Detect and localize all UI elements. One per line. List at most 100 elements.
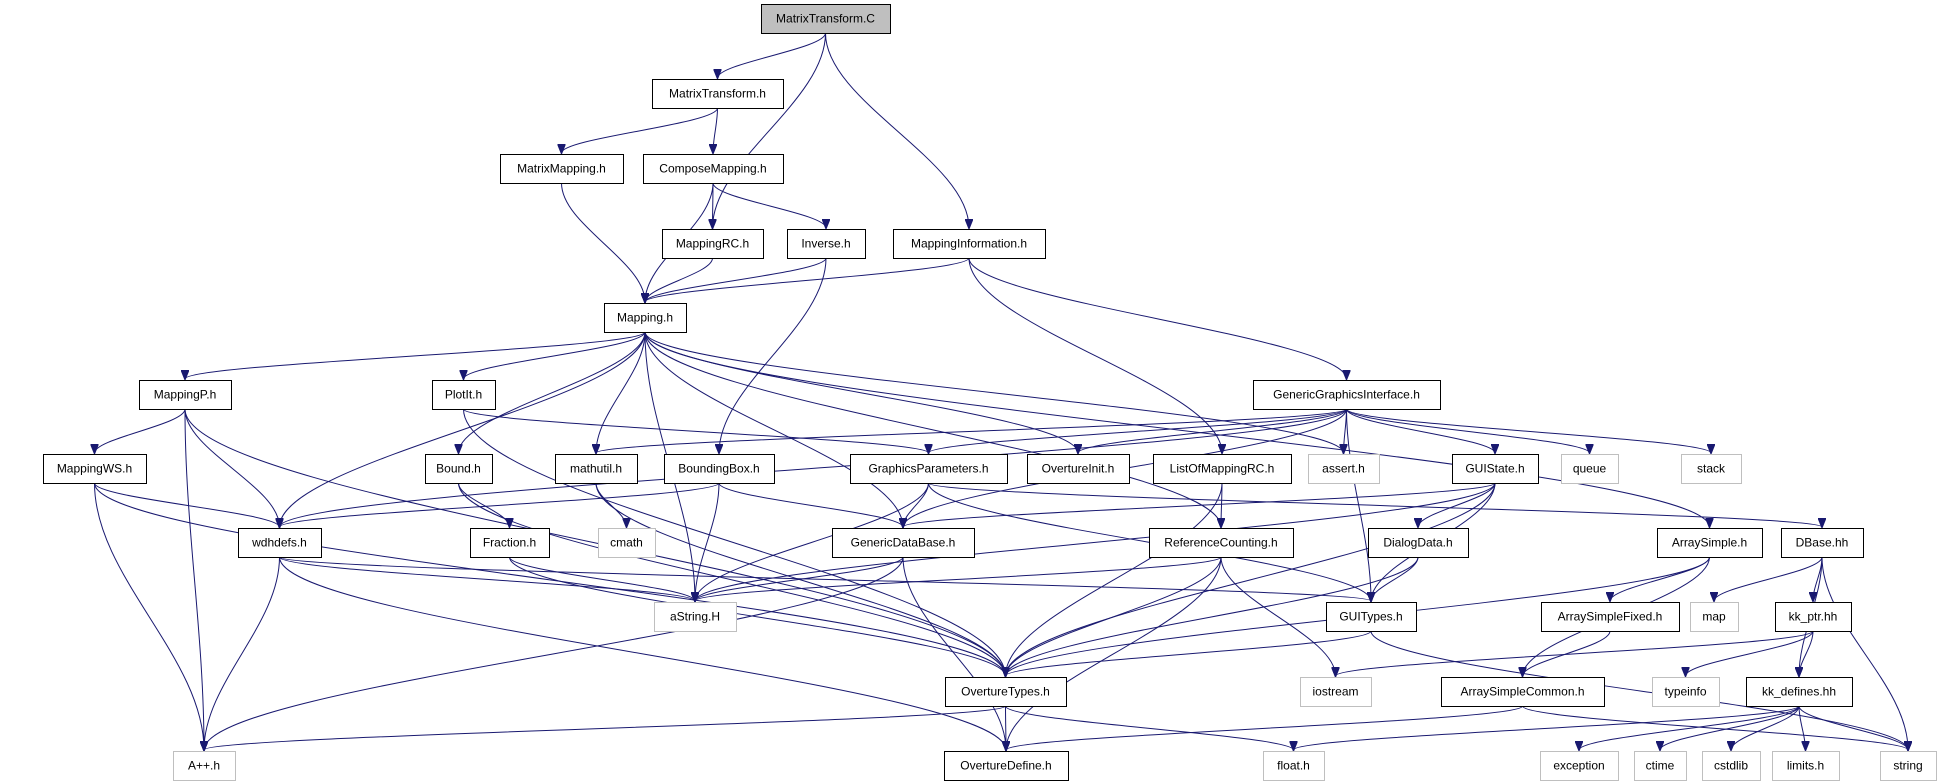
node-boundingbox-h[interactable]: BoundingBox.h: [664, 454, 775, 484]
node-label: OvertureInit.h: [1042, 462, 1115, 476]
edge-mathutil-h-to-overturetypes-h: [595, 482, 1006, 676]
edge-kk-ptr-hh-to-iostream: [1336, 630, 1814, 676]
node-box: [1027, 454, 1130, 484]
edge-plotit-h-to-graphicsparameters-h: [463, 408, 929, 453]
node-box: [432, 380, 496, 410]
edge-mappingp-h-to-mappingws-h: [95, 408, 186, 453]
edge-wdhdefs-h-to-overturedefine-h: [279, 556, 1007, 750]
node-genericdatabase-h[interactable]: GenericDataBase.h: [832, 528, 975, 558]
edge-layer: [95, 32, 1909, 750]
node-label: PlotIt.h: [445, 388, 482, 402]
node-box: [1540, 751, 1619, 781]
node-matrixmapping-h[interactable]: MatrixMapping.h: [500, 154, 624, 184]
node-box: [500, 154, 624, 184]
node-wdhdefs-h[interactable]: wdhdefs.h: [238, 528, 322, 558]
edge-genericgraphicsinterface-h-to-stack: [1346, 408, 1712, 453]
edge-referencecounting-h-to-overturedefine-h: [1006, 556, 1222, 750]
edge-wdhdefs-h-to-astring-h: [279, 556, 696, 601]
node-label: DBase.hh: [1796, 536, 1849, 550]
node-inverse-h[interactable]: Inverse.h: [787, 229, 866, 259]
node-box: [139, 380, 232, 410]
node-guitypes-h[interactable]: GUITypes.h: [1326, 602, 1417, 632]
node-float-h: float.h: [1263, 751, 1325, 781]
edge-graphicsparameters-h-to-astring-h: [695, 482, 929, 601]
node-dialogdata-h[interactable]: DialogData.h: [1368, 528, 1469, 558]
node-listofmappingrc-h[interactable]: ListOfMappingRC.h: [1153, 454, 1292, 484]
node-box: [470, 528, 550, 558]
node-label: ArraySimpleFixed.h: [1558, 610, 1663, 624]
node-kk-defines-hh[interactable]: kk_defines.hh: [1746, 677, 1853, 707]
node-typeinfo: typeinfo: [1652, 677, 1720, 707]
node-label: ctime: [1646, 759, 1675, 773]
node-assert-h: assert.h: [1308, 454, 1380, 484]
edge-dialogdata-h-to-guitypes-h: [1371, 556, 1419, 601]
edge-guistate-h-to-genericdatabase-h: [903, 482, 1496, 527]
node-graphicsparameters-h[interactable]: GraphicsParameters.h: [850, 454, 1008, 484]
node-box: [761, 4, 891, 34]
node-label: kk_ptr.hh: [1789, 610, 1838, 624]
node-mapping-h[interactable]: Mapping.h: [604, 303, 687, 333]
node-guistate-h[interactable]: GUIState.h: [1452, 454, 1539, 484]
node-overturetypes-h[interactable]: OvertureTypes.h: [945, 677, 1067, 707]
node-kk-ptr-hh[interactable]: kk_ptr.hh: [1775, 602, 1852, 632]
edge-graphicsparameters-h-to-dbase-hh: [928, 482, 1823, 527]
node-layer: MatrixTransform.C MatrixTransform.hMatrix…: [43, 4, 1937, 781]
node-mathutil-h[interactable]: mathutil.h: [555, 454, 638, 484]
node-label: ArraySimpleCommon.h: [1460, 685, 1584, 699]
node-label: GUIState.h: [1465, 462, 1524, 476]
node-box: [1652, 677, 1720, 707]
edge-overturetypes-h-to-overturedefine-h: [1006, 705, 1007, 750]
edge-guistate-h-to-astring-h: [695, 482, 1496, 601]
node-box: [944, 751, 1069, 781]
node-arraysimple-h[interactable]: ArraySimple.h: [1657, 528, 1763, 558]
edge-mapping-h-to-assert-h: [644, 331, 1344, 453]
node-referencecounting-h[interactable]: ReferenceCounting.h: [1149, 528, 1294, 558]
node-mappingws-h[interactable]: MappingWS.h: [43, 454, 147, 484]
node-label: assert.h: [1322, 462, 1365, 476]
node-arraysimplecommon-h[interactable]: ArraySimpleCommon.h: [1441, 677, 1605, 707]
node-mappinginformation-h[interactable]: MappingInformation.h: [893, 229, 1046, 259]
node-label: ArraySimple.h: [1672, 536, 1747, 550]
node-composemapping-h[interactable]: ComposeMapping.h: [643, 154, 784, 184]
node-arraysimplefixed-h[interactable]: ArraySimpleFixed.h: [1541, 602, 1680, 632]
node-box: [787, 229, 866, 259]
node-label: cmath: [610, 536, 643, 550]
edge-guistate-h-to-overturetypes-h: [1006, 482, 1496, 676]
node-plotit-h[interactable]: PlotIt.h: [432, 380, 496, 410]
node-label: OvertureTypes.h: [961, 685, 1050, 699]
node-label: MappingWS.h: [57, 462, 132, 476]
node-dbase-hh[interactable]: DBase.hh: [1781, 528, 1864, 558]
edge-matrixtransform-h-to-matrixmapping-h: [562, 107, 718, 153]
node-bound-h[interactable]: Bound.h: [425, 454, 493, 484]
edge-mapping-h-to-referencecounting-h: [644, 331, 1221, 527]
edge-mapping-h-to-mathutil-h: [596, 331, 646, 453]
edge-kk-defines-hh-to-ctime: [1660, 705, 1800, 750]
node-matrixtransform-h[interactable]: MatrixTransform.h: [652, 79, 784, 109]
edge-mathutil-h-to-cmath: [595, 482, 627, 527]
node-label: ReferenceCounting.h: [1164, 536, 1277, 550]
node-genericgraphicsinterface-h[interactable]: GenericGraphicsInterface.h: [1253, 380, 1441, 410]
node-mappingp-h[interactable]: MappingP.h: [139, 380, 232, 410]
node-overtureinit-h[interactable]: OvertureInit.h: [1027, 454, 1130, 484]
edge-wdhdefs-h-to-guitypes-h: [279, 556, 1372, 601]
node-box: [1561, 454, 1619, 484]
node-label: aString.H: [670, 610, 720, 624]
edge-mapping-h-to-plotit-h: [464, 331, 646, 379]
node-box: [893, 229, 1046, 259]
node-label: string: [1893, 759, 1922, 773]
edge-matrixtransform-h-to-composemapping-h: [713, 107, 718, 153]
node-mappingrc-h[interactable]: MappingRC.h: [662, 229, 764, 259]
node-label: Bound.h: [436, 462, 481, 476]
node-box: [1149, 528, 1294, 558]
node-box: [1368, 528, 1469, 558]
edge-dbase-hh-to-map: [1714, 556, 1823, 601]
node-matrixtransform-c[interactable]: MatrixTransform.C: [761, 4, 891, 34]
edge-plotit-h-to-overturetypes-h: [463, 408, 1006, 676]
node-fraction-h[interactable]: Fraction.h: [470, 528, 550, 558]
node-box: [1681, 454, 1742, 484]
node-box: [945, 677, 1067, 707]
node-box: [1308, 454, 1380, 484]
node-overturedefine-h[interactable]: OvertureDefine.h: [944, 751, 1069, 781]
node-label: kk_defines.hh: [1762, 685, 1836, 699]
